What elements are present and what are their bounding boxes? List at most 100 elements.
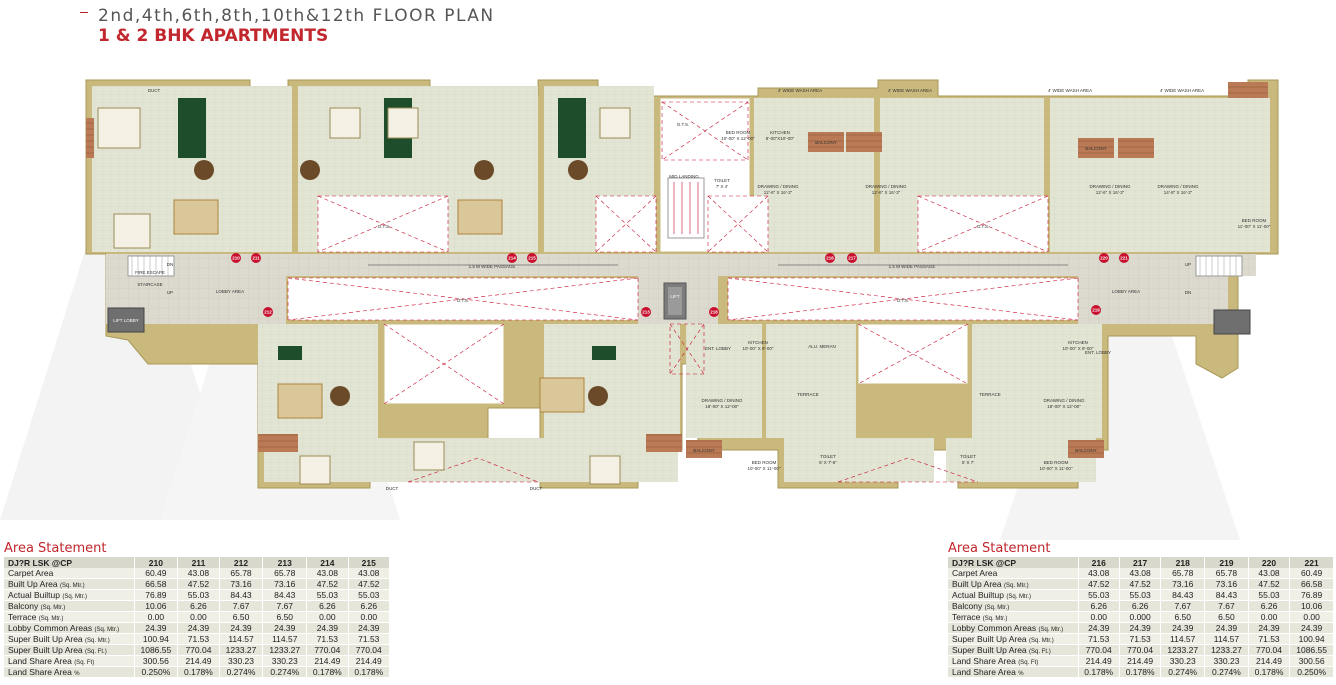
table-cell: 24.39 <box>1078 622 1120 635</box>
table-header-label: DJ?R LSK @CP <box>948 557 1079 568</box>
unit-col-header: 214 <box>306 557 349 568</box>
table-cell: 300.56 <box>1289 655 1334 668</box>
duct-label-1: DUCT <box>386 486 399 491</box>
drawing-dim-5: 18'-00" X 12'-00" <box>705 404 739 409</box>
balcony-label-1: BALCONY <box>815 140 837 145</box>
table-cell: 0.00 <box>1248 611 1291 624</box>
table-cell: 24.39 <box>262 622 308 635</box>
table-cell: 71.53 <box>1248 633 1291 646</box>
table-cell: 71.53 <box>1119 633 1162 646</box>
table-cell: 214.49 <box>1119 655 1162 668</box>
table-cell: 24.39 <box>1248 622 1291 635</box>
row-label: Land Share Area % <box>948 666 1079 679</box>
table-cell: 7.67 <box>219 600 264 613</box>
table-cell: 1233.27 <box>262 644 308 657</box>
bed-room-label-2: BED ROOM <box>1242 218 1267 223</box>
table-header-row: DJ?R LSK @CP 210 211 212 213 214 215 <box>4 557 391 568</box>
table-cell: 214.49 <box>177 655 220 668</box>
row-label-text: Balcony <box>952 601 983 612</box>
row-label: Built Up Area (Sq. Mtr.) <box>948 578 1079 591</box>
table-cell: 71.53 <box>348 633 391 646</box>
unit-marker-dot <box>1119 253 1129 263</box>
unit-col-header: 210 <box>134 557 179 568</box>
unit-col-header: 215 <box>348 557 391 568</box>
table-cell: 24.39 <box>177 622 220 635</box>
row-label-text: Terrace <box>8 612 37 623</box>
toilet-dim-2: 5' X 7'-6" <box>819 460 837 465</box>
unit-marker-label: 217 <box>848 256 856 261</box>
bed-room-dim-2: 11'-00" X 11'-00" <box>1238 224 1271 229</box>
drawing-dim-4: 14'-8" X 16'-3" <box>1164 190 1193 195</box>
table-row: Land Share Area %0.178%0.178%0.274%0.274… <box>948 666 1334 679</box>
row-label: Super Built Up Area (Sq. Ft.) <box>4 644 135 657</box>
row-label-text: Land Share Area <box>952 656 1016 667</box>
row-label: Lobby Common Areas (Sq. Mtr.) <box>4 622 135 635</box>
wash-area-label-4: 4' WIDE WASH AREA <box>1160 88 1204 93</box>
bed-room-label-3: BED ROOM <box>752 460 777 465</box>
table-cell: 6.50 <box>1204 611 1249 624</box>
table-cell: 66.58 <box>1289 578 1334 591</box>
row-unit: % <box>74 671 80 678</box>
table-cell: 0.178% <box>348 666 391 679</box>
unit-marker-label: 221 <box>1120 256 1128 261</box>
table-cell: 60.49 <box>134 568 179 580</box>
unit-marker-dot <box>527 253 537 263</box>
row-label-text: Super Built Up Area <box>8 645 83 656</box>
table-cell: 55.03 <box>348 589 391 602</box>
table-cell: 24.39 <box>219 622 264 635</box>
table-cell: 55.03 <box>306 589 349 602</box>
row-label: Land Share Area (Sq. Ft) <box>4 655 135 668</box>
row-label-text: Built Up Area <box>952 579 1002 590</box>
unit-marker-label: 214 <box>508 256 516 261</box>
drawing-label-2: DRAWING / DINING <box>865 184 907 189</box>
corridor <box>106 254 1256 324</box>
table-cell: 100.94 <box>1289 633 1334 646</box>
row-unit: (Sq. Mtr.) <box>1029 638 1054 645</box>
unit-marker-label: 219 <box>1092 308 1100 313</box>
mid-landing-label: MID LANDING <box>669 174 699 179</box>
table-cell: 6.26 <box>1078 600 1120 613</box>
unit-col-header: 217 <box>1119 557 1162 568</box>
bed-room-dim-4: 10'-00" X 11'-00" <box>1039 466 1073 471</box>
kitchen-label-3: KITCHEN <box>1068 340 1088 345</box>
table-cell: 770.04 <box>177 644 220 657</box>
table-cell: 71.53 <box>1078 633 1120 646</box>
table-cell: 1086.55 <box>134 644 179 657</box>
table-cell: 330.23 <box>1204 655 1249 668</box>
toilet-label-1: TOILET <box>714 178 730 183</box>
table-cell: 10.06 <box>1289 600 1334 613</box>
table-cell: 1086.55 <box>1289 644 1334 657</box>
table-cell: 71.53 <box>177 633 220 646</box>
stair-up-left: UP <box>167 290 173 295</box>
row-label: Actual Builtup (Sq. Mtr.) <box>4 589 135 602</box>
table-cell: 76.89 <box>1289 589 1334 602</box>
table-cell: 6.26 <box>1248 600 1291 613</box>
table-cell: 47.52 <box>348 578 391 591</box>
table-cell: 770.04 <box>1248 644 1291 657</box>
table-cell: 0.274% <box>219 666 264 679</box>
table-cell: 6.26 <box>177 600 220 613</box>
table-cell: 0.00 <box>134 611 179 624</box>
floor-plan: 1.5 M WIDE PASSAGE 1.5 M WIDE PASSAGE LO… <box>85 79 1279 491</box>
kitchen-label-2: KITCHEN <box>748 340 768 345</box>
unit-marker-label: 215 <box>528 256 536 261</box>
area-table-right: DJ?R LSK @CP 216 217 218 219 220 221 Car… <box>948 557 1334 679</box>
row-label: Terrace (Sq. Mtr.) <box>948 611 1079 624</box>
drawing-dim-2: 12'-6" X 16'-3" <box>872 190 901 195</box>
lobby-label-left: LOBBY AREA <box>216 289 244 294</box>
row-label: Lobby Common Areas (Sq. Mtr.) <box>948 622 1079 635</box>
table-cell: 0.00 <box>306 611 349 624</box>
kitchen-dim-2: 10'-00" X 8'-00" <box>743 346 774 351</box>
table-cell: 6.26 <box>348 600 391 613</box>
table-cell: 7.67 <box>1204 600 1249 613</box>
table-cell: 770.04 <box>1078 644 1120 657</box>
row-label-text: Balcony <box>8 601 39 612</box>
table-cell: 65.78 <box>1160 568 1206 580</box>
balcony-label-4: BALCONY <box>1075 448 1097 453</box>
row-label-text: Lobby Common Areas <box>952 623 1037 634</box>
